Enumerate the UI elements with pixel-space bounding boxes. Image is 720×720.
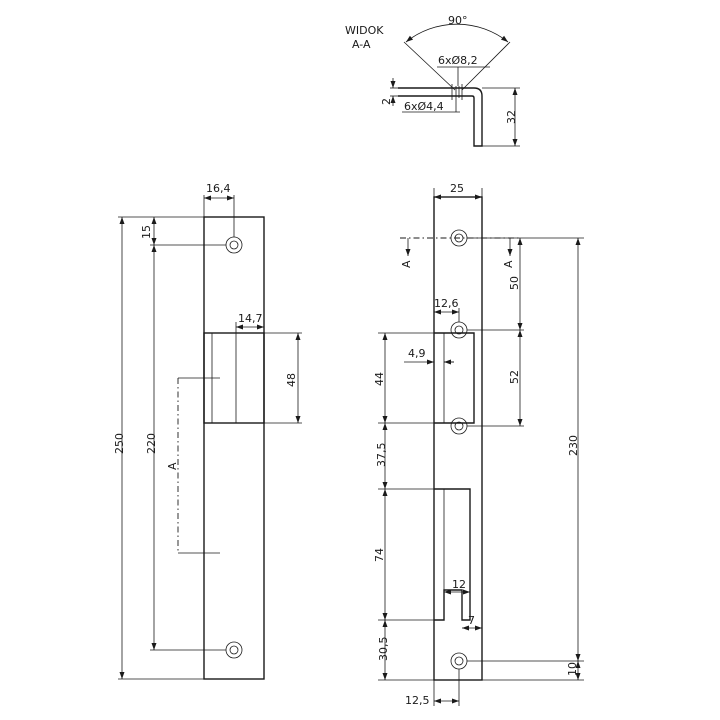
left-cutout-height-label: 48 [285, 373, 298, 387]
section-title-line2: A-A [352, 38, 371, 51]
left-plate [203, 216, 265, 680]
left-section-label: A [166, 462, 179, 470]
right-mid-span-label: 37,5 [375, 443, 388, 468]
right-bottom-width-label: 12,5 [405, 694, 430, 707]
right-section-left: A [400, 260, 413, 268]
right-notch-depth-label: 7 [468, 614, 475, 627]
right-lower-slot [434, 488, 471, 621]
left-hole-bottom [225, 641, 243, 659]
right-lower-slot-label: 74 [373, 548, 386, 562]
flange-label: 32 [505, 110, 518, 124]
right-upper-span-label: 44 [373, 372, 386, 386]
right-plate [433, 196, 483, 681]
hole-label: 6xØ4,4 [404, 100, 444, 113]
left-overall-label: 250 [113, 433, 126, 454]
right-view: A A 25 50 12,6 4,9 52 44 37,5 [373, 182, 584, 707]
section-title-line1: WIDOK [345, 24, 384, 37]
left-cutout-depth-label: 14,7 [238, 312, 263, 325]
thickness-label: 2 [380, 98, 393, 105]
right-upper-cutout [434, 332, 475, 424]
left-spacing-label: 220 [145, 433, 158, 454]
left-top-offset-label: 15 [140, 225, 153, 239]
angle-profile [398, 87, 483, 147]
section-view: WIDOK A-A 90° 6xØ8,2 2 6xØ4,4 32 [345, 14, 520, 147]
angle-label: 90° [448, 14, 468, 27]
right-section-right: A [502, 260, 515, 268]
right-slot-height-label: 52 [508, 370, 521, 384]
countersink-label: 6xØ8,2 [438, 54, 478, 67]
right-hole-2 [450, 321, 468, 339]
right-inner-offset-label: 4,9 [408, 347, 426, 360]
right-width-label: 25 [450, 182, 464, 195]
right-bottom-span-label: 30,5 [377, 637, 390, 662]
right-hole-4 [450, 652, 468, 670]
angle-arc [405, 23, 509, 43]
right-overall-label: 230 [567, 435, 580, 456]
right-to-first-label: 50 [508, 276, 521, 290]
right-cutout-width-label: 12,6 [434, 297, 459, 310]
right-notch-width-label: 12 [452, 578, 466, 591]
left-width-label: 16,4 [206, 182, 231, 195]
right-bottom-offset-label: 10 [566, 662, 579, 676]
left-view: A 16,4 15 250 220 14,7 48 [113, 182, 302, 680]
right-hole-3 [450, 417, 468, 435]
left-hole-top [225, 236, 243, 254]
